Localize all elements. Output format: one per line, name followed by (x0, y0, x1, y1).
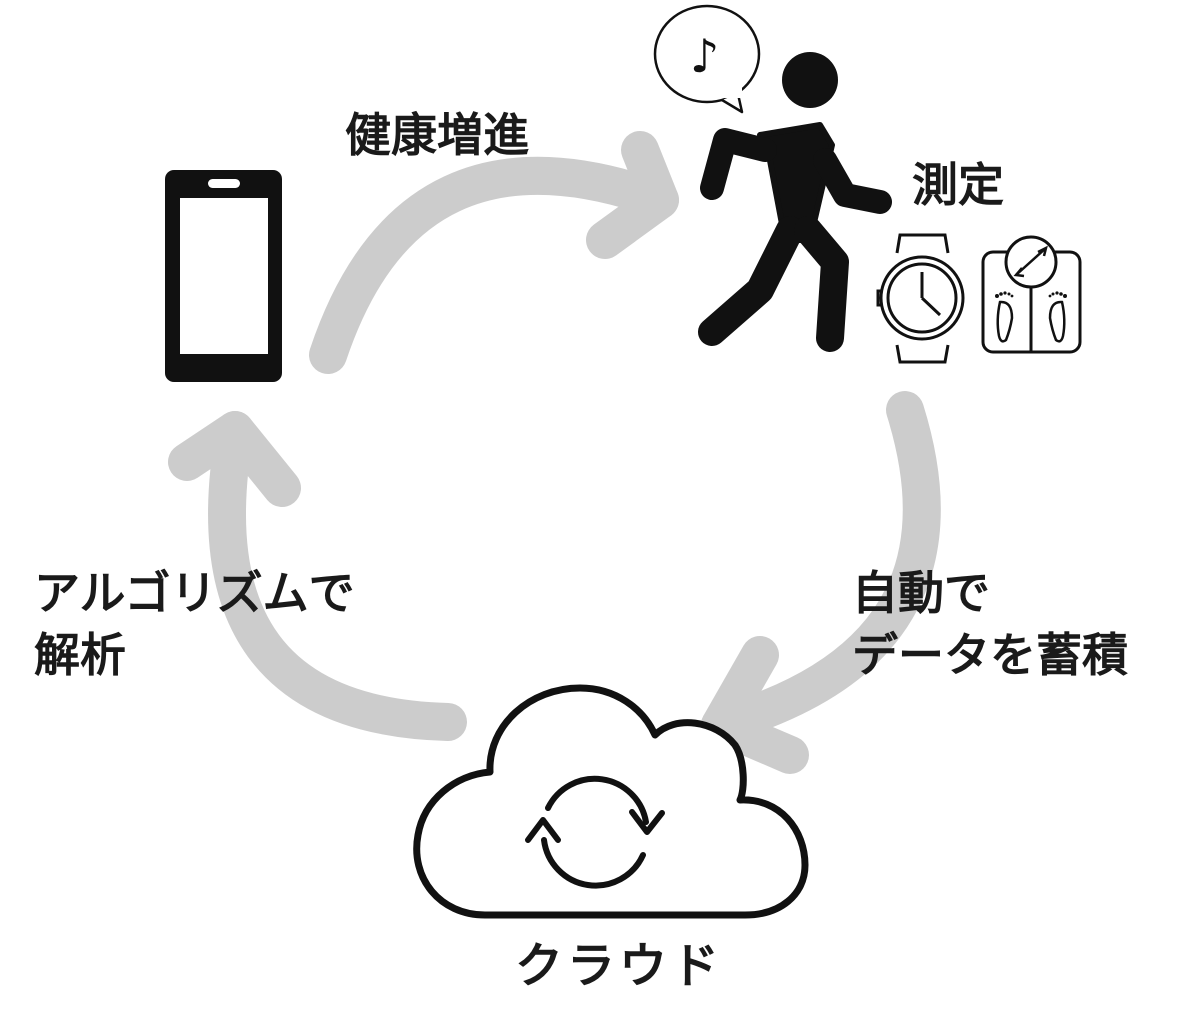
arrow-analyze (168, 411, 467, 741)
auto-store-line2: データを蓄積 (852, 628, 1128, 682)
arrow-health (309, 131, 679, 374)
measure-label: 測定 (912, 158, 1004, 212)
sync-icon (525, 775, 665, 889)
right-footprint (1048, 291, 1067, 298)
watch-icon (876, 233, 965, 364)
auto-store-line1: 自動で (852, 566, 990, 620)
algorithm-line1: アルゴリズムで (34, 566, 355, 620)
smartphone-icon (165, 170, 282, 382)
music-note: ♪ (690, 29, 719, 83)
arrow-store (701, 391, 941, 774)
health-label: 健康増進 (345, 108, 529, 162)
auto-store-label: 自動で データを蓄積 (852, 562, 1128, 686)
scale-icon (981, 235, 1082, 354)
cloud-icon (413, 684, 809, 919)
cloud-label: クラウド (515, 938, 724, 994)
algorithm-label: アルゴリズムで 解析 (34, 562, 355, 686)
speech-bubble-icon: ♪ (653, 4, 761, 114)
algorithm-line2: 解析 (34, 628, 126, 682)
left-footprint (995, 291, 1014, 298)
cycle-arrows (168, 131, 941, 774)
walking-person-icon (698, 52, 892, 352)
